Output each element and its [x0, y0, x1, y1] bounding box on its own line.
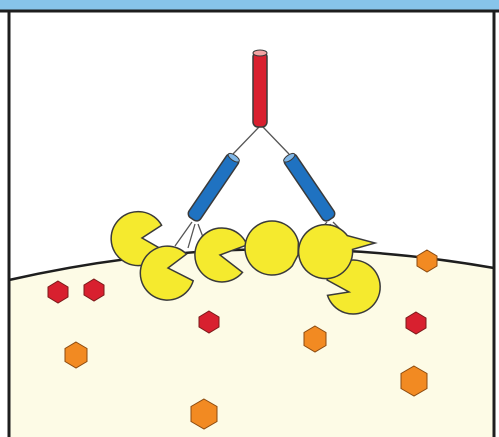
- pacman-subunit-icon: [245, 221, 298, 275]
- cell-interior: [9, 249, 494, 437]
- header-band: [0, 0, 499, 11]
- red-stalk: [253, 50, 267, 127]
- blue-arm-right-body: [282, 152, 336, 223]
- red-stalk-cap: [253, 50, 267, 56]
- red-stalk-body: [253, 52, 267, 127]
- blue-arm-left-body: [186, 152, 240, 223]
- linker-left-b: [188, 224, 195, 248]
- linker-right-top: [263, 127, 289, 154]
- blue-arm-right: [282, 151, 337, 222]
- blue-arm-left: [186, 151, 241, 222]
- linker-left-top: [233, 127, 259, 154]
